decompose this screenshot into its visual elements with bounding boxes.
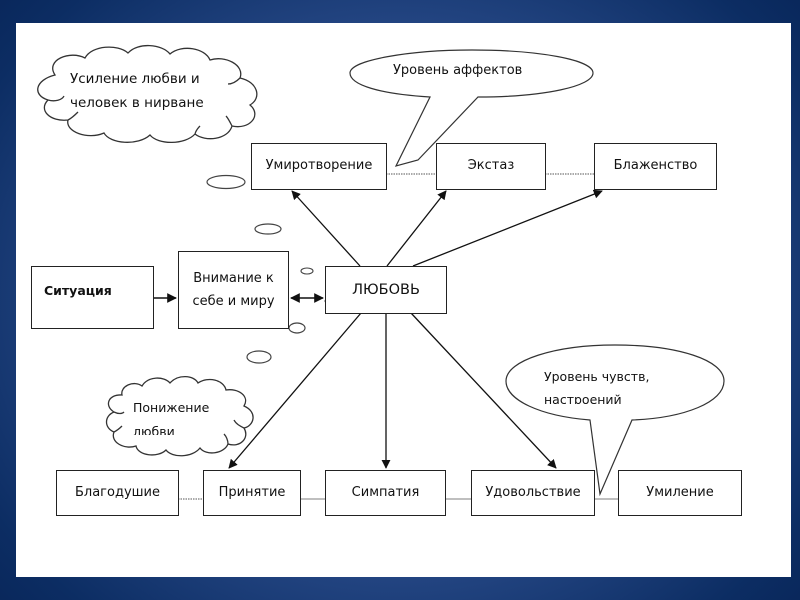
cloud-top-left-line1: Усиление любви и bbox=[70, 71, 200, 87]
thought-bubble bbox=[206, 174, 246, 190]
callout-feelings-line1: Уровень чувств, bbox=[544, 369, 650, 384]
cloud-bottom-left-line2: любви bbox=[133, 423, 175, 435]
callout-feelings-text: Уровень чувств, настроений bbox=[544, 365, 649, 404]
node-blagodushie: Благодушие bbox=[56, 470, 179, 516]
thought-bubble bbox=[254, 223, 282, 235]
callout-affects-text: Уровень аффектов bbox=[393, 63, 523, 78]
cloud-shape-bottom-left bbox=[105, 375, 254, 457]
node-umilenie: Умиление bbox=[618, 470, 742, 516]
node-udovolstvie: Удовольствие bbox=[471, 470, 595, 516]
node-love: ЛЮБОВЬ bbox=[325, 266, 447, 314]
cloud-top-left-line2: человек в нирване bbox=[70, 94, 204, 111]
node-attention-line2: себе и миру bbox=[192, 294, 275, 309]
node-prinyatie: Принятие bbox=[203, 470, 301, 516]
callout-shape-feelings bbox=[505, 344, 725, 497]
cloud-bottom-left-text: Понижение любви bbox=[133, 396, 209, 435]
cloud-bottom-left-line1: Понижение bbox=[133, 400, 210, 415]
arrow-love-blazhenstvo bbox=[412, 189, 603, 267]
node-ekstaz: Экстаз bbox=[436, 143, 546, 190]
cloud-shape-top-left bbox=[37, 44, 258, 144]
callout-feelings-line2: настроений bbox=[544, 392, 622, 405]
arrow-love-ekstaz bbox=[386, 190, 447, 267]
arrow-love-udovolstvie bbox=[410, 312, 557, 469]
node-situation: Ситуация bbox=[31, 266, 154, 329]
node-umirotvorenie: Умиротворение bbox=[251, 143, 387, 190]
thought-bubble bbox=[300, 267, 314, 275]
node-attention-line1: Внимание к bbox=[193, 270, 274, 286]
callout-shape-affects bbox=[349, 49, 594, 167]
node-simpatiya: Симпатия bbox=[325, 470, 446, 516]
arrow-love-umirotvorenie bbox=[291, 190, 361, 267]
node-blazhenstvo: Блаженство bbox=[594, 143, 717, 190]
node-attention: Внимание к себе и миру bbox=[178, 251, 289, 329]
arrow-love-prinyatie bbox=[228, 312, 362, 469]
cloud-top-left-text: Усиление любви и человек в нирване bbox=[70, 68, 204, 115]
thought-bubble bbox=[246, 350, 272, 364]
thought-bubble bbox=[288, 322, 306, 334]
